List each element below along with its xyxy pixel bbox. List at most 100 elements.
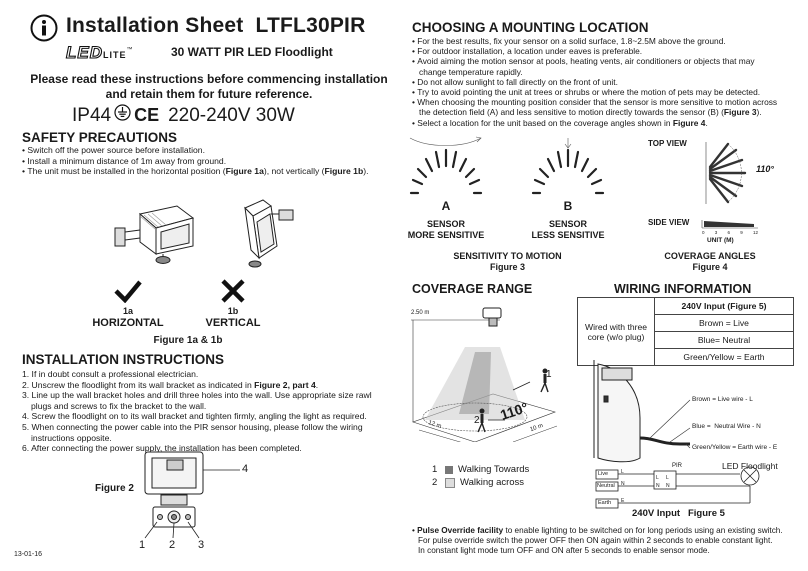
wiring-left-cell: Wired with three core (w/o plug) <box>577 297 655 366</box>
figure-2-illustration <box>135 450 255 550</box>
coverage-person-1-label: 1 <box>546 369 552 380</box>
list-item: The unit must be installed in the horizo… <box>22 166 402 177</box>
figure-4-side-view: SIDE VIEW <box>648 218 690 227</box>
coverage-heading: COVERAGE RANGE <box>412 282 533 296</box>
figure-3-caption-2: Figure 3 <box>489 262 525 272</box>
list-item: Avoid aiming the motion sensor at pools,… <box>412 56 797 76</box>
safety-heading: SAFETY PRECAUTIONS <box>22 130 178 145</box>
svg-text:N: N <box>666 483 670 489</box>
notice-line-2: and retain them for future reference. <box>105 87 313 101</box>
svg-text:E: E <box>621 498 625 504</box>
mounting-list: For the best results, fix your sensor on… <box>412 36 797 128</box>
notice-line-1: Please read these instructions before co… <box>30 72 388 86</box>
figure-1-caption: Figure 1a & 1b <box>153 335 223 346</box>
coverage-height: 2.50 m <box>411 310 430 316</box>
coverage-illustration <box>405 302 565 447</box>
figure-2-part-2: 2 <box>169 539 176 551</box>
figure-2-part-3: 3 <box>198 539 205 551</box>
svg-text:N: N <box>656 483 660 489</box>
figure-4-caption-2: Figure 4 <box>692 262 728 272</box>
coverage-person-2-label: 2 <box>474 415 480 426</box>
table-cell: Blue= Neutral <box>654 331 794 349</box>
figure-3-sensor-b-1: SENSOR <box>548 219 587 229</box>
install-heading: INSTALLATION INSTRUCTIONS <box>22 352 224 367</box>
figure-3-sensor-a-1: SENSOR <box>426 219 465 229</box>
legend-swatch-light <box>445 477 455 488</box>
list-item: Select a location for the unit based on … <box>412 118 797 128</box>
list-item: Do not allow sunlight to fall directly o… <box>412 77 797 87</box>
ce-mark: CE <box>134 105 160 125</box>
list-item: 6. After connecting the power supply, th… <box>22 443 302 454</box>
list-item: 1. If in doubt consult a professional el… <box>22 369 199 379</box>
figure-3-fan-a <box>408 136 483 203</box>
list-item: 3. Line up the wall bracket holes and dr… <box>22 390 372 411</box>
page-title: Installation Sheet LTFL30PIR <box>66 14 366 37</box>
brand-logo: LED LITE ™ <box>65 42 133 62</box>
cross-icon <box>220 278 246 309</box>
list-item: When choosing the mounting position cons… <box>412 97 797 117</box>
list-item: 2. Unscrew the floodlight from its wall … <box>22 379 319 390</box>
wire-label-blue: Blue = Neutral Wire - N <box>692 423 761 430</box>
figure-5-caption: 240V Input Figure 5 <box>632 508 725 519</box>
pulse-line-1: • Pulse Override facility to enable ligh… <box>412 526 783 535</box>
figure-4-side-plot <box>700 218 760 237</box>
pulse-override-note: • Pulse Override facility to enable ligh… <box>412 526 804 556</box>
figure-4-top-plot <box>700 138 775 213</box>
figure-4-unit: UNIT (M) <box>707 237 734 244</box>
pulse-line-2: For pulse override switch the power OFF … <box>418 536 773 545</box>
list-item: 5. When connecting the power cable into … <box>22 421 363 443</box>
info-icon <box>30 14 58 42</box>
wiring-header-cell: 240V Input (Figure 5) <box>654 297 794 315</box>
figure-3-label-b: B <box>563 199 573 213</box>
rating-voltage: 220-240V 30W <box>168 104 295 126</box>
figure-1-illustration <box>95 196 325 281</box>
wiring-heading: WIRING INFORMATION <box>614 282 752 296</box>
figure-2-caption: Figure 2 <box>95 483 134 494</box>
wire-label-green: Green/Yellow = Earth wire - E <box>692 444 778 451</box>
list-item: Install a minimum distance of 1m away fr… <box>22 156 402 167</box>
install-steps: 1. If in doubt consult a professional el… <box>22 369 407 454</box>
list-item: For the best results, fix your sensor on… <box>412 36 797 46</box>
list-item: Switch off the power source before insta… <box>22 145 402 156</box>
legend-swatch-dark <box>445 465 453 474</box>
list-item: 4. Screw the floodlight on to its wall b… <box>22 411 367 422</box>
figure-3-sensor-b-2: LESS SENSITIVE <box>531 230 605 240</box>
figure-2-part-4: 4 <box>242 463 249 475</box>
figure-1b-label: VERTICAL <box>205 317 261 329</box>
figure-4-angle: 110° <box>756 164 774 174</box>
table-cell: Green/Yellow = Earth <box>654 348 794 366</box>
figure-2-part-1: 1 <box>139 539 146 551</box>
schematic-live: Live <box>598 471 609 477</box>
svg-text:N: N <box>621 481 625 487</box>
svg-text:L: L <box>656 475 659 481</box>
class-ii-icon <box>114 104 131 127</box>
legend-item-towards: 1 Walking Towards <box>432 464 530 475</box>
figure-3-fan-b <box>530 136 605 203</box>
rating-line: IP44 CE 220-240V 30W <box>72 104 295 127</box>
figure-4-caption-1: COVERAGE ANGLES <box>664 251 756 261</box>
figure-1a-code: 1a <box>122 306 133 316</box>
schematic-led-floodlight: LED Floodlight <box>722 461 778 471</box>
mounting-heading: CHOOSING A MOUNTING LOCATION <box>412 20 649 35</box>
schematic-neutral: Neutral <box>597 483 615 489</box>
schematic-earth: Earth <box>598 500 612 506</box>
schematic-pir: PIR <box>672 463 683 469</box>
safety-list: Switch off the power source before insta… <box>22 145 402 177</box>
rating-ip: IP44 <box>72 104 112 126</box>
check-icon <box>113 279 143 308</box>
figure-3-label-a: A <box>441 199 451 213</box>
svg-text:L: L <box>621 469 624 475</box>
wiring-table: Wired with three core (w/o plug) 240V In… <box>577 297 794 366</box>
pulse-line-3: In constant light mode turn OFF and ON a… <box>418 546 710 555</box>
list-item: For outdoor installation, a location und… <box>412 46 797 56</box>
figure-3-caption-1: SENSITIVITY TO MOTION <box>453 251 562 261</box>
footer-code: 13-01-16 <box>14 551 43 558</box>
wire-label-brown: Brown = Live wire - L <box>692 396 753 403</box>
legend-item-across: 2 Walking across <box>432 477 525 488</box>
figure-3-sensor-a-2: MORE SENSITIVE <box>407 230 485 240</box>
product-line: 30 WATT PIR LED Floodlight <box>171 45 333 59</box>
svg-text:L: L <box>666 475 669 481</box>
figure-4-top-view: TOP VIEW <box>648 139 687 148</box>
